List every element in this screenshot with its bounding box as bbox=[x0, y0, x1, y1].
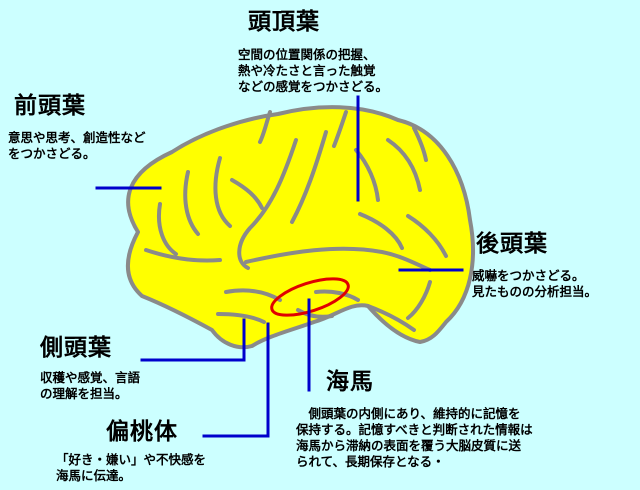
hippocampus-highlight bbox=[270, 277, 350, 317]
occipital-lobe-description: 威嚇をつかさどる。 見たものの分析担当。 bbox=[472, 268, 597, 300]
amygdala-title: 偏桃体 bbox=[106, 418, 178, 445]
amygdala-line: 「好き・嫌い」や不快感を bbox=[56, 452, 207, 467]
amygdala-leader bbox=[202, 322, 270, 438]
leader-lines bbox=[95, 95, 464, 438]
frontal-line: をつかさどる。 bbox=[8, 146, 96, 161]
temporal-lobe-description: 収穫や感覚、言語 の理解を担当。 bbox=[40, 370, 140, 402]
temporal-line: の理解を担当。 bbox=[40, 386, 128, 401]
parietal-lobe-title: 頭頂葉 bbox=[248, 8, 320, 35]
hippocampus-title: 海馬 bbox=[326, 368, 374, 395]
occipital-line: 威嚇をつかさどる。 bbox=[472, 268, 585, 283]
hippocampus-line: 保持する。記憶すべきと判断された情報は bbox=[296, 422, 533, 437]
occipital-lobe-title: 後頭葉 bbox=[476, 230, 548, 257]
temporal-line: 収穫や感覚、言語 bbox=[40, 370, 141, 385]
hippocampus-line: 海馬から滞納の表面を覆う大脳皮質に送 bbox=[296, 438, 522, 453]
frontal-lobe-title: 前頭葉 bbox=[14, 92, 86, 119]
parietal-line: などの感覚をつかさどる。 bbox=[238, 79, 389, 94]
brain-sulci bbox=[144, 110, 448, 332]
occipital-line: 見たものの分析担当。 bbox=[472, 284, 598, 299]
amygdala-line: 海馬に伝達。 bbox=[56, 468, 132, 483]
hippocampus-description: 側頭葉の内側にあり、維持的に記憶を 保持する。記憶すべきと判断された情報は 海馬… bbox=[296, 406, 533, 470]
hippocampus-line: られて、長期保存となる・ bbox=[296, 454, 445, 469]
parietal-line: 熱や冷たさと言った触覚 bbox=[238, 63, 376, 78]
parietal-line: 空間の位置関係の把握、 bbox=[238, 47, 376, 62]
temporal-lobe-title: 側頭葉 bbox=[40, 334, 112, 361]
cerebrum-shape bbox=[125, 105, 475, 350]
frontal-lobe-description: 意思や思考、創造性など をつかさどる。 bbox=[8, 130, 146, 162]
parietal-lobe-description: 空間の位置関係の把握、 熱や冷たさと言った触覚 などの感覚をつかさどる。 bbox=[238, 47, 388, 95]
hippocampus-line: 側頭葉の内側にあり、維持的に記憶を bbox=[296, 406, 521, 421]
amygdala-description: 「好き・嫌い」や不快感を 海馬に伝達。 bbox=[56, 452, 206, 484]
temporal-leader bbox=[140, 318, 246, 362]
frontal-line: 意思や思考、創造性など bbox=[8, 130, 146, 145]
